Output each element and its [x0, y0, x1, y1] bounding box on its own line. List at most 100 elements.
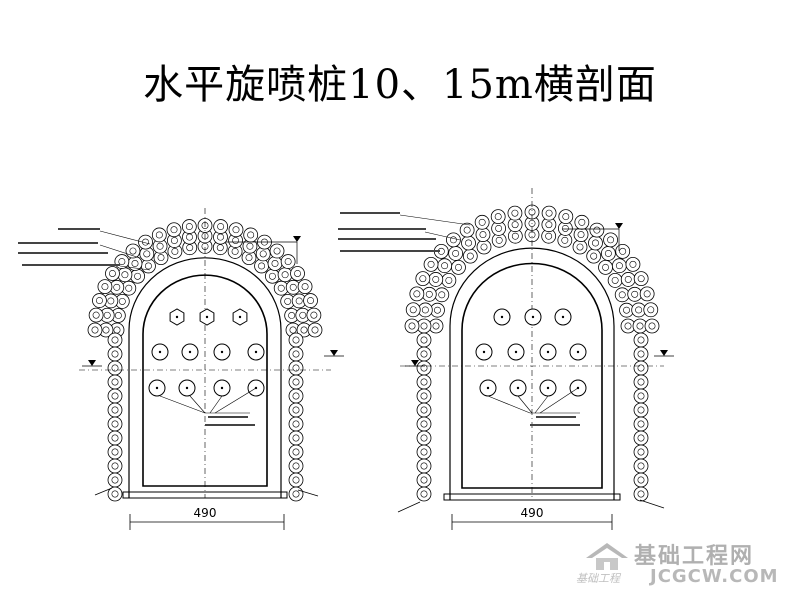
jet-grout-pile	[462, 248, 478, 264]
jet-grout-pile	[117, 267, 133, 283]
jet-grout-pile	[288, 472, 304, 488]
jet-grout-pile	[416, 374, 432, 390]
jet-grout-pile	[107, 402, 123, 418]
leader-arrow	[397, 501, 421, 513]
jet-grout-pile	[288, 458, 304, 474]
jet-grout-pile	[288, 388, 304, 404]
jet-grout-pile	[423, 256, 439, 272]
annotation-mark	[340, 250, 440, 252]
jet-grout-pile	[644, 318, 660, 334]
jet-grout-pile	[633, 472, 649, 488]
jet-grout-pile	[130, 268, 145, 284]
jet-grout-pile	[107, 486, 123, 502]
leader-line	[534, 395, 549, 414]
annotation-mark	[536, 416, 576, 418]
jet-grout-pile	[306, 307, 322, 323]
invert-slab	[443, 493, 621, 501]
jet-grout-pile	[639, 286, 655, 302]
jet-grout-pile	[243, 227, 259, 243]
jet-grout-pile	[303, 293, 318, 308]
jet-grout-pile	[633, 388, 649, 404]
leader-arrow	[297, 489, 319, 497]
jet-grout-pile	[107, 458, 123, 474]
annotation-mark	[208, 416, 248, 418]
jet-grout-pile	[107, 472, 123, 488]
jet-grout-pile	[586, 248, 602, 264]
jet-grout-pile	[434, 287, 450, 303]
jet-grout-pile	[105, 266, 120, 281]
jet-grout-pile	[461, 235, 476, 251]
right-cross-section	[338, 188, 674, 530]
jet-grout-pile	[92, 293, 107, 308]
left-width-dimension: 490	[194, 506, 217, 520]
jet-grout-pile	[107, 332, 123, 348]
jet-grout-pile	[573, 227, 589, 242]
jet-grout-pile	[507, 205, 523, 221]
jet-grout-pile	[288, 486, 304, 502]
jet-grout-pile	[404, 318, 420, 334]
jet-grout-pile	[574, 214, 590, 230]
jet-grout-pile	[476, 239, 492, 255]
jet-grout-pile	[633, 271, 649, 287]
jet-grout-pile	[405, 302, 421, 318]
leader-line	[209, 395, 223, 414]
leader-line	[424, 231, 461, 241]
jet-grout-pile	[598, 259, 613, 275]
jet-grout-pile	[611, 258, 627, 274]
jet-grout-pile	[421, 286, 437, 302]
jet-grout-pile	[633, 402, 649, 418]
jet-grout-pile	[627, 286, 643, 302]
jet-grout-pile	[643, 302, 659, 318]
leader-line	[119, 265, 151, 271]
jet-grout-pile	[572, 239, 588, 255]
jet-grout-pile	[416, 458, 432, 474]
jet-grout-pile	[288, 402, 304, 418]
watermark-site-name: 基础工程网	[634, 544, 755, 569]
jet-grout-pile	[416, 332, 432, 348]
jet-grout-pile	[288, 332, 304, 348]
jet-grout-pile	[416, 388, 432, 404]
jet-grout-pile	[615, 243, 631, 259]
jet-grout-pile	[490, 209, 506, 225]
jet-grout-pile	[409, 286, 425, 302]
jet-grout-pile	[288, 430, 304, 446]
jet-grout-pile	[416, 444, 432, 460]
jet-grout-pile	[633, 332, 649, 348]
jet-grout-pile	[558, 209, 574, 225]
jet-grout-pile	[288, 346, 304, 362]
outer-lining	[449, 247, 615, 500]
leader-line	[487, 395, 531, 414]
jet-grout-pile	[88, 307, 104, 323]
jet-grout-pile	[474, 214, 490, 230]
jet-grout-pile	[267, 256, 283, 271]
jet-grout-pile	[588, 235, 603, 251]
leader-line	[189, 395, 206, 414]
jet-grout-pile	[416, 346, 432, 362]
jet-grout-pile	[288, 374, 304, 390]
jet-grout-pile	[277, 267, 293, 283]
leader-line	[399, 214, 471, 226]
left-cross-section	[18, 208, 344, 530]
jet-grout-pile	[107, 430, 123, 446]
jet-grout-pile	[633, 430, 649, 446]
jet-grout-pile	[97, 279, 113, 294]
jet-grout-pile	[633, 374, 649, 390]
jet-grout-pile	[288, 360, 304, 376]
jet-grout-pile	[446, 232, 461, 248]
jet-grout-pile	[307, 322, 323, 338]
jet-grout-pile	[87, 322, 103, 338]
jet-grout-pile	[107, 388, 123, 404]
jet-grout-pile	[107, 360, 123, 376]
leader-line	[159, 395, 206, 414]
leader-line	[517, 395, 533, 414]
watermark-site-url: JCGCW.COM	[650, 566, 779, 587]
jet-grout-pile	[228, 222, 244, 238]
jet-grout-pile	[625, 256, 641, 272]
jet-grout-pile	[428, 272, 444, 287]
jet-grout-pile	[265, 268, 280, 284]
leader-arrow	[94, 487, 113, 496]
jet-grout-pile	[166, 222, 182, 238]
slide-title: 水平旋喷桩10、15m横剖面	[143, 62, 657, 108]
right-width-dimension: 490	[521, 506, 544, 520]
